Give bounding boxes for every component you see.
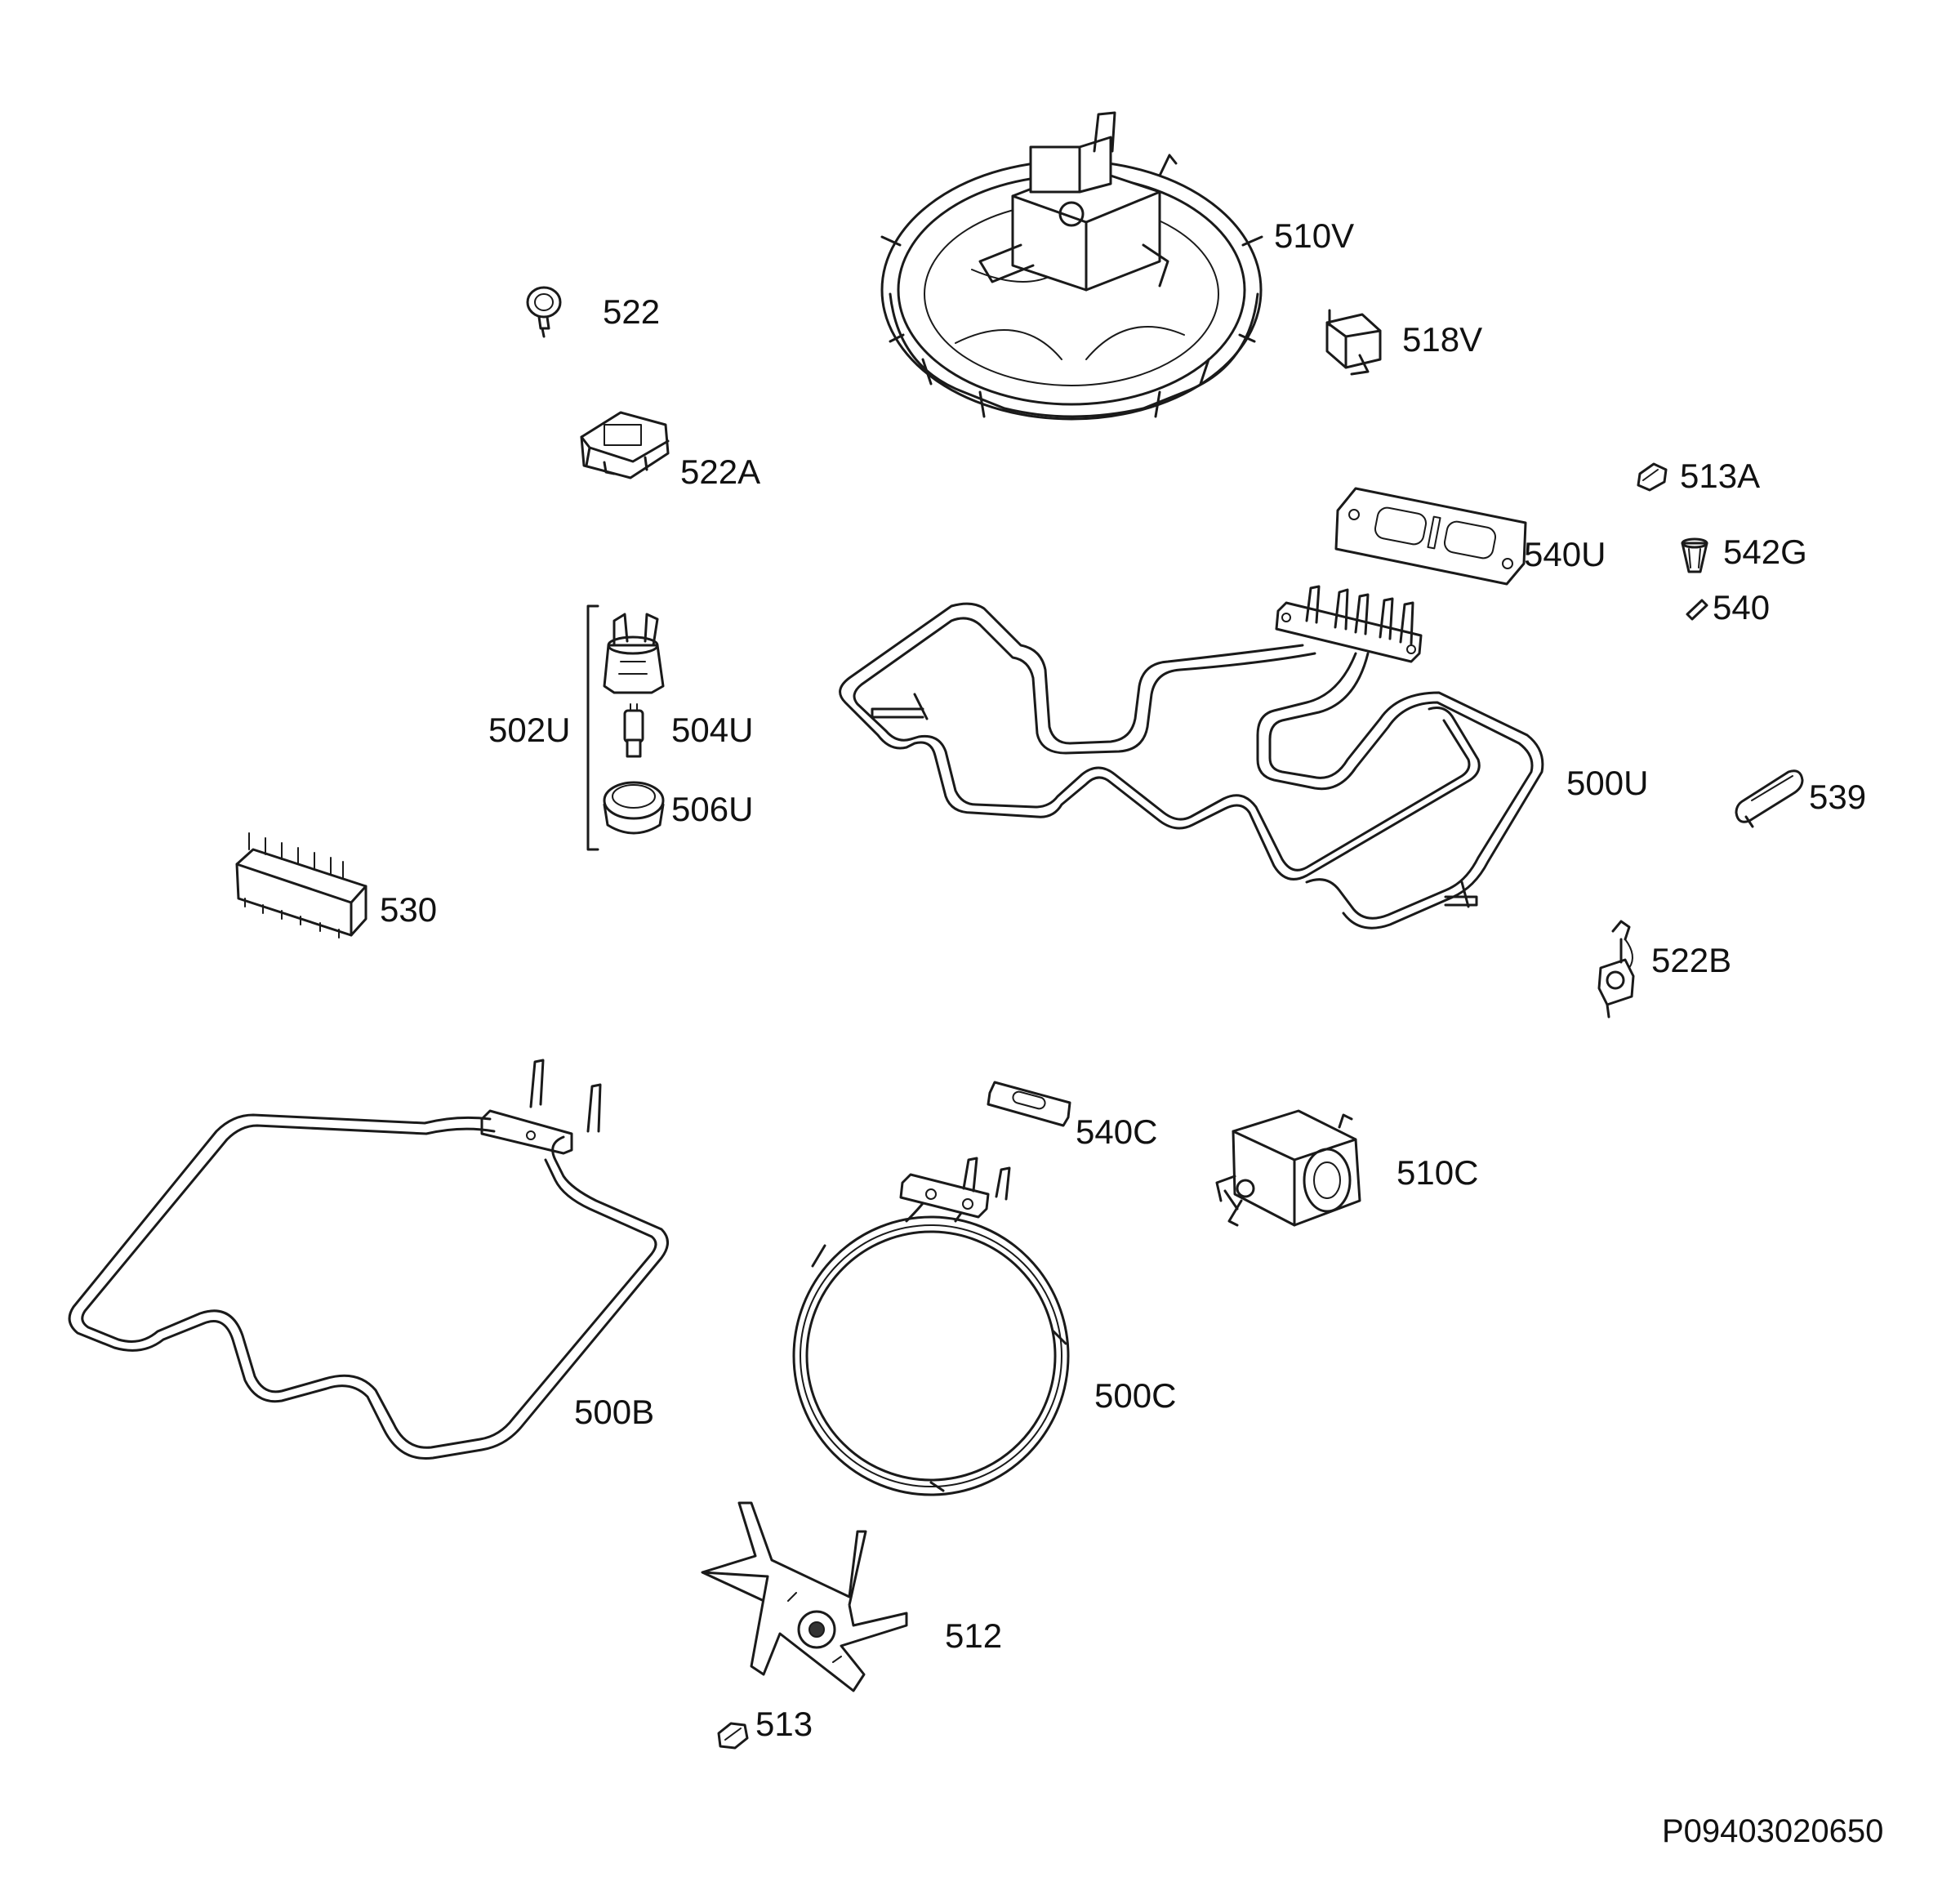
label-506u: 506U — [671, 790, 754, 828]
part-502u-bracket — [586, 604, 599, 851]
part-513-nut — [717, 1722, 749, 1750]
part-539-clip — [1735, 769, 1804, 828]
part-502u-lamp-holder — [603, 613, 665, 694]
label-510v: 510V — [1274, 216, 1355, 255]
label-500b: 500B — [574, 1393, 655, 1431]
label-522: 522 — [603, 292, 661, 331]
part-500c-ring-element — [792, 1157, 1070, 1496]
label-504u: 504U — [671, 711, 754, 749]
label-540u: 540U — [1524, 535, 1606, 573]
part-506u-glass-cover — [603, 781, 665, 835]
label-500u: 500U — [1566, 764, 1649, 802]
part-530-terminal-block — [235, 832, 368, 938]
label-518v: 518V — [1402, 320, 1483, 359]
part-510c-motor — [1215, 1109, 1361, 1227]
part-540-pin — [1686, 599, 1708, 621]
label-539: 539 — [1809, 778, 1867, 816]
label-540: 540 — [1713, 588, 1771, 626]
label-513: 513 — [755, 1705, 813, 1743]
label-510c: 510C — [1396, 1153, 1479, 1192]
label-500c: 500C — [1094, 1376, 1177, 1415]
label-542g: 542G — [1723, 533, 1807, 571]
part-522a-bracket — [580, 411, 670, 479]
part-500u-grill-element — [839, 585, 1544, 930]
part-522b-sensor-bracket — [1597, 920, 1635, 1019]
part-542g-cone — [1681, 537, 1708, 573]
label-522b: 522B — [1651, 941, 1732, 979]
part-510v-fan-housing — [880, 111, 1263, 421]
part-512-fan-blade — [701, 1501, 908, 1692]
part-522-clip — [526, 286, 562, 338]
label-502u: 502U — [488, 711, 571, 749]
label-522a: 522A — [680, 453, 761, 491]
part-540c-gasket — [987, 1081, 1071, 1127]
part-540u-gasket — [1334, 487, 1527, 586]
diagram-code: P09403020650 — [1662, 1813, 1884, 1849]
label-540c: 540C — [1076, 1112, 1158, 1151]
part-518v-thermostat — [1325, 309, 1382, 376]
part-504u-bulb — [623, 703, 644, 758]
part-500b-bottom-element — [68, 1059, 669, 1460]
label-530: 530 — [380, 890, 438, 929]
part-513a-nut — [1637, 462, 1668, 492]
label-512: 512 — [945, 1616, 1003, 1655]
label-513a: 513A — [1680, 457, 1761, 495]
